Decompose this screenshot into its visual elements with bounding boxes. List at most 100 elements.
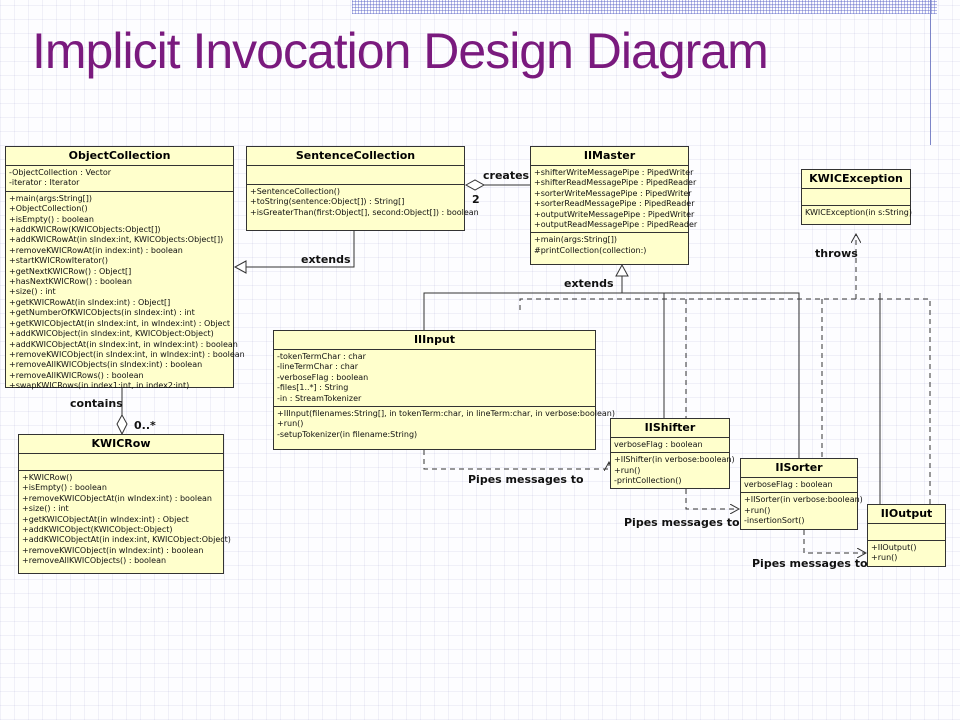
pipes-label-shifter: Pipes messages to (624, 516, 740, 529)
method-row: +addKWICRowAt(in sIndex:int, KWICObjects… (9, 235, 224, 245)
method-row: +IIInput(filenames:String[], in tokenTer… (277, 409, 615, 419)
method-row: +swapKWICRows(in index1:int, in index2:i… (9, 381, 190, 391)
attribute-row: +shifterWriteMessagePipe : PipedWriter (534, 168, 694, 177)
methods-section: +main(args:String[]) +ObjectCollection()… (6, 192, 245, 394)
method-row: +main(args:String[]) (9, 193, 93, 203)
class-name: IIInput (274, 331, 595, 350)
method-row: +SentenceCollection() (250, 187, 341, 196)
attribute-row: -files[1..*] : String (277, 383, 349, 393)
method-row: +removeAllKWICObjects() : boolean (22, 556, 167, 566)
method-row: -setupTokenizer(in filename:String) (277, 429, 418, 439)
header-rule (930, 0, 931, 145)
method-row: +isEmpty() : boolean (9, 214, 94, 224)
method-row: +getKWICRowAt(in sIndex:int) : Object[] (9, 297, 171, 307)
methods-section: +KWICRow() +isEmpty() : boolean +removeK… (19, 471, 231, 569)
attribute-row: +sorterReadMessagePipe : PipedReader (534, 199, 695, 209)
method-row: +run() (277, 419, 304, 429)
method-row: -printCollection() (614, 476, 682, 486)
contains-diamond (116, 413, 128, 436)
method-row: +IIOutput() (871, 543, 917, 552)
multiplicity-two: 2 (472, 193, 480, 206)
method-row: +addKWICObject(KWICObject:Object) (22, 525, 173, 535)
slide-title: Implicit Invocation Design Diagram (32, 23, 769, 79)
class-name: ObjectCollection (6, 147, 233, 166)
attributes-section: +shifterWriteMessagePipe : PipedWriter +… (531, 166, 698, 234)
method-row: +ObjectCollection() (9, 204, 88, 214)
class-iiinput[interactable]: IIInput -tokenTermChar : char -lineTermC… (273, 330, 615, 450)
extends-master-label: extends (564, 277, 614, 290)
class-name: KWICRow (19, 435, 223, 454)
methods-section: +IISorter(in verbose:boolean) +run() -in… (741, 493, 863, 528)
class-name: IISorter (741, 459, 857, 478)
method-row: +hasNextKWICRow() : boolean (9, 277, 132, 287)
methods-section: +IIInput(filenames:String[], in tokenTer… (274, 407, 615, 442)
throws-label: throws (815, 247, 858, 260)
method-row: +run() (871, 553, 898, 563)
method-row: +IISorter(in verbose:boolean) (744, 495, 863, 505)
multiplicity-many: 0..* (134, 419, 156, 432)
method-row: +getKWICObjectAt(in wIndex:int) : Object (22, 514, 189, 524)
attributes-section (802, 189, 910, 206)
attributes-section: -tokenTermChar : char -lineTermChar : ch… (274, 350, 595, 408)
method-row: +removeAllKWICRows() : boolean (9, 370, 144, 380)
method-row: +size() : int (9, 287, 56, 297)
method-row: +removeKWICObjectAt(in wIndex:int) : boo… (22, 493, 212, 503)
method-row: +startKWICRowIterator() (9, 256, 108, 266)
extends-sentence-edge (246, 231, 355, 268)
method-row: +run() (744, 505, 771, 515)
attribute-row: -in : StreamTokenizer (277, 393, 362, 403)
method-row: KWICException(in s:String) (805, 208, 913, 217)
method-row: +run() (614, 465, 641, 475)
class-sentencecollection[interactable]: SentenceCollection +SentenceCollection()… (246, 146, 479, 231)
attribute-row: -tokenTermChar : char (277, 352, 366, 361)
method-row: +removeKWICRowAt(in index:int) : boolean (9, 245, 183, 255)
extends-sentence-arrowhead (233, 260, 247, 274)
attributes-section: -ObjectCollection : Vector -iterator : I… (6, 166, 233, 192)
class-name: KWICException (802, 170, 910, 189)
attribute-row: verboseFlag : boolean (614, 440, 703, 449)
creates-diamond (464, 179, 486, 191)
pipe-sorter-output (803, 530, 866, 553)
methods-section: +SentenceCollection() +toString(sentence… (247, 185, 479, 220)
class-iisorter[interactable]: IISorter verboseFlag : boolean +IISorter… (740, 458, 863, 530)
attribute-row: verboseFlag : boolean (744, 480, 833, 489)
class-iioutput[interactable]: IIOutput +IIOutput() +run() (867, 504, 946, 567)
method-row: +removeAllKWICObjects(in sIndex:int) : b… (9, 360, 203, 370)
extends-tree-edge (423, 292, 800, 458)
method-row: +size() : int (22, 504, 69, 514)
attributes-section (19, 454, 223, 471)
method-row: -insertionSort() (744, 516, 805, 526)
attribute-row: -lineTermChar : char (277, 362, 359, 372)
attribute-row: +outputWriteMessagePipe : PipedWriter (534, 209, 695, 219)
method-row: +addKWICRow(KWICObjects:Object[]) (9, 225, 161, 235)
method-row: +addKWICObjectAt(in sIndex:int, in wInde… (9, 339, 238, 349)
class-name: SentenceCollection (247, 147, 464, 166)
attribute-row: -verboseFlag : boolean (277, 372, 369, 382)
methods-section: KWICException(in s:String) (802, 206, 913, 220)
attribute-row: +sorterWriteMessagePipe : PipedWriter (534, 188, 692, 198)
attribute-row: -iterator : Iterator (9, 178, 80, 188)
class-kwicrow[interactable]: KWICRow +KWICRow() +isEmpty() : boolean … (18, 434, 231, 574)
class-iimaster[interactable]: IIMaster +shifterWriteMessagePipe : Pipe… (530, 146, 698, 265)
method-row: +getKWICObjectAt(in sIndex:int, in wInde… (9, 318, 231, 328)
method-row: +main(args:String[]) (534, 235, 618, 245)
attribute-row: +shifterReadMessagePipe : PipedReader (534, 178, 697, 188)
class-kwicexception[interactable]: KWICException KWICException(in s:String) (801, 169, 913, 225)
method-row: +isGreaterThan(first:Object[], second:Ob… (250, 207, 479, 217)
pipe-input-shifter (423, 450, 609, 469)
attributes-section: verboseFlag : boolean (741, 478, 857, 494)
class-iishifter[interactable]: IIShifter verboseFlag : boolean +IIShift… (610, 418, 735, 489)
pipe-shifter-sorter (685, 489, 739, 509)
methods-section: +main(args:String[]) #printCollection(co… (531, 233, 688, 258)
method-row: +removeKWICObject(in wIndex:int) : boole… (22, 545, 204, 555)
method-row: +getNextKWICRow() : Object[] (9, 266, 132, 276)
class-name: IIOutput (868, 505, 945, 524)
method-row: +KWICRow() (22, 473, 73, 482)
methods-section: +IIOutput() +run() (868, 541, 945, 566)
pipes-label-input: Pipes messages to (468, 473, 584, 486)
attributes-section: verboseFlag : boolean (611, 438, 729, 454)
method-row: #printCollection(collection:) (534, 245, 647, 255)
attribute-row: +outputReadMessagePipe : PipedReader (534, 220, 698, 230)
class-objectcollection[interactable]: ObjectCollection -ObjectCollection : Vec… (5, 146, 245, 390)
attribute-row: -ObjectCollection : Vector (9, 168, 112, 177)
